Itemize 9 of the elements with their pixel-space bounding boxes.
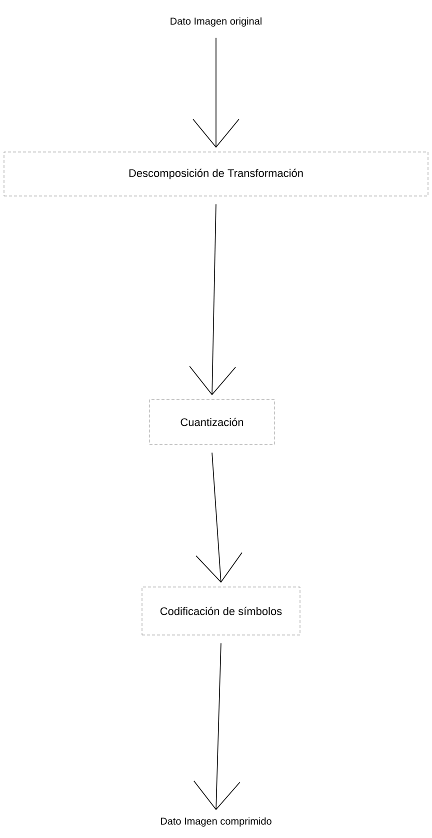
process-box: Cuantización: [149, 399, 275, 445]
arrow: [189, 204, 236, 396]
terminal-label: Dato Imagen original: [170, 17, 262, 27]
process-box: Codificación de símbolos: [142, 586, 300, 636]
process-box: Descomposición de Transformación: [4, 152, 428, 196]
arrow: [192, 37, 240, 148]
terminal-label: Dato Imagen comprimido: [160, 817, 272, 827]
arrow: [193, 642, 240, 810]
arrow: [196, 452, 242, 583]
